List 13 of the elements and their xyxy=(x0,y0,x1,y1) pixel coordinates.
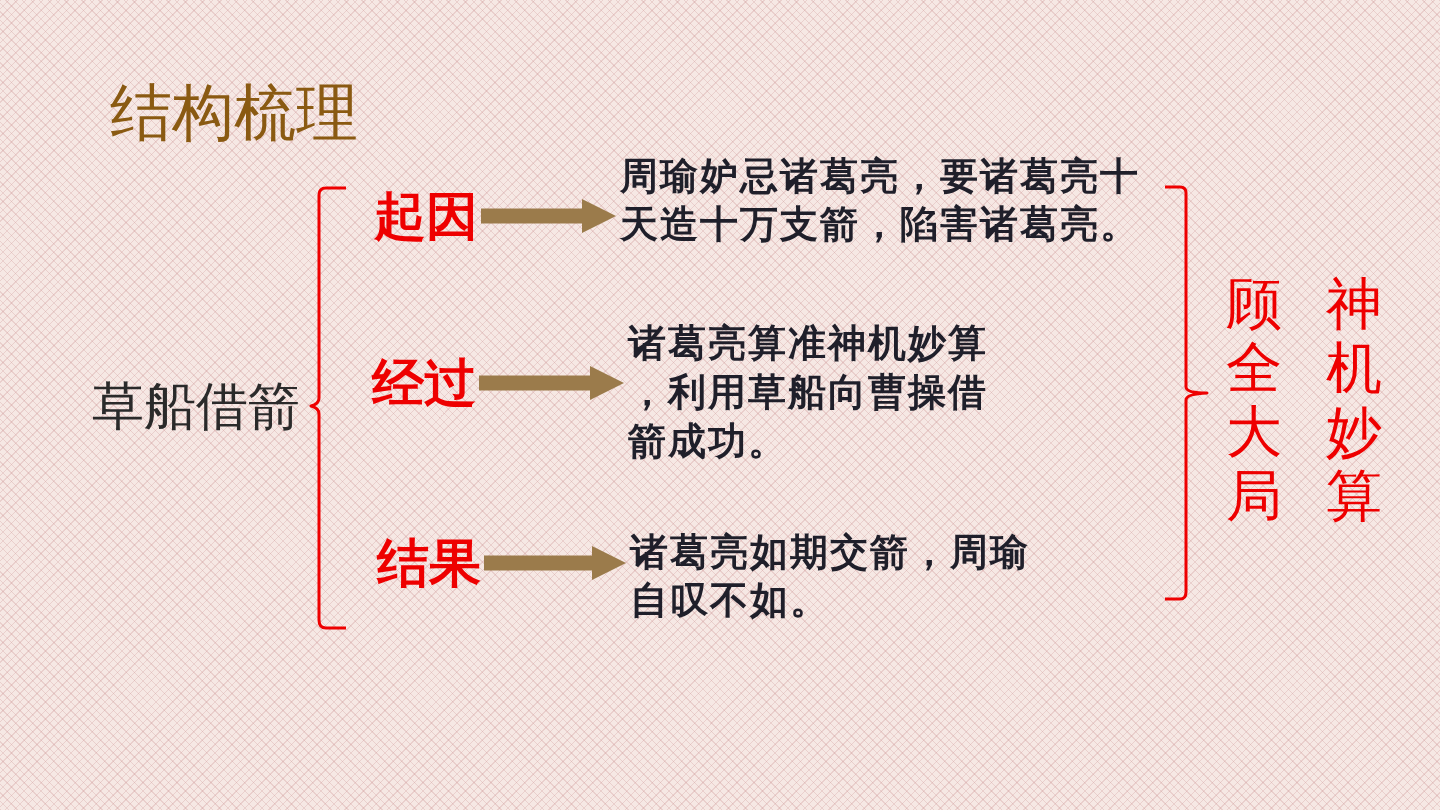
description-text: 诸葛亮如期交箭，周瑜自叹不如。 xyxy=(630,528,1042,624)
arrow xyxy=(484,546,626,580)
description-text: 周瑜妒忌诸葛亮，要诸葛亮十天造十万支箭，陷害诸葛亮。 xyxy=(620,152,1160,248)
slide-title: 结构梳理 xyxy=(110,76,358,150)
category-label: 起因 xyxy=(374,184,478,248)
description-text: 诸葛亮算准神机妙算，利用草船向曹操借箭成功。 xyxy=(628,318,1000,465)
category-label: 经过 xyxy=(372,351,476,415)
summary-text: 神机妙算 xyxy=(1326,272,1384,528)
summary-text: 顾全大局 xyxy=(1226,272,1284,528)
arrow xyxy=(481,199,616,233)
category-label: 结果 xyxy=(377,531,481,595)
topic-label: 草船借箭 xyxy=(92,374,300,438)
arrow xyxy=(479,366,624,400)
